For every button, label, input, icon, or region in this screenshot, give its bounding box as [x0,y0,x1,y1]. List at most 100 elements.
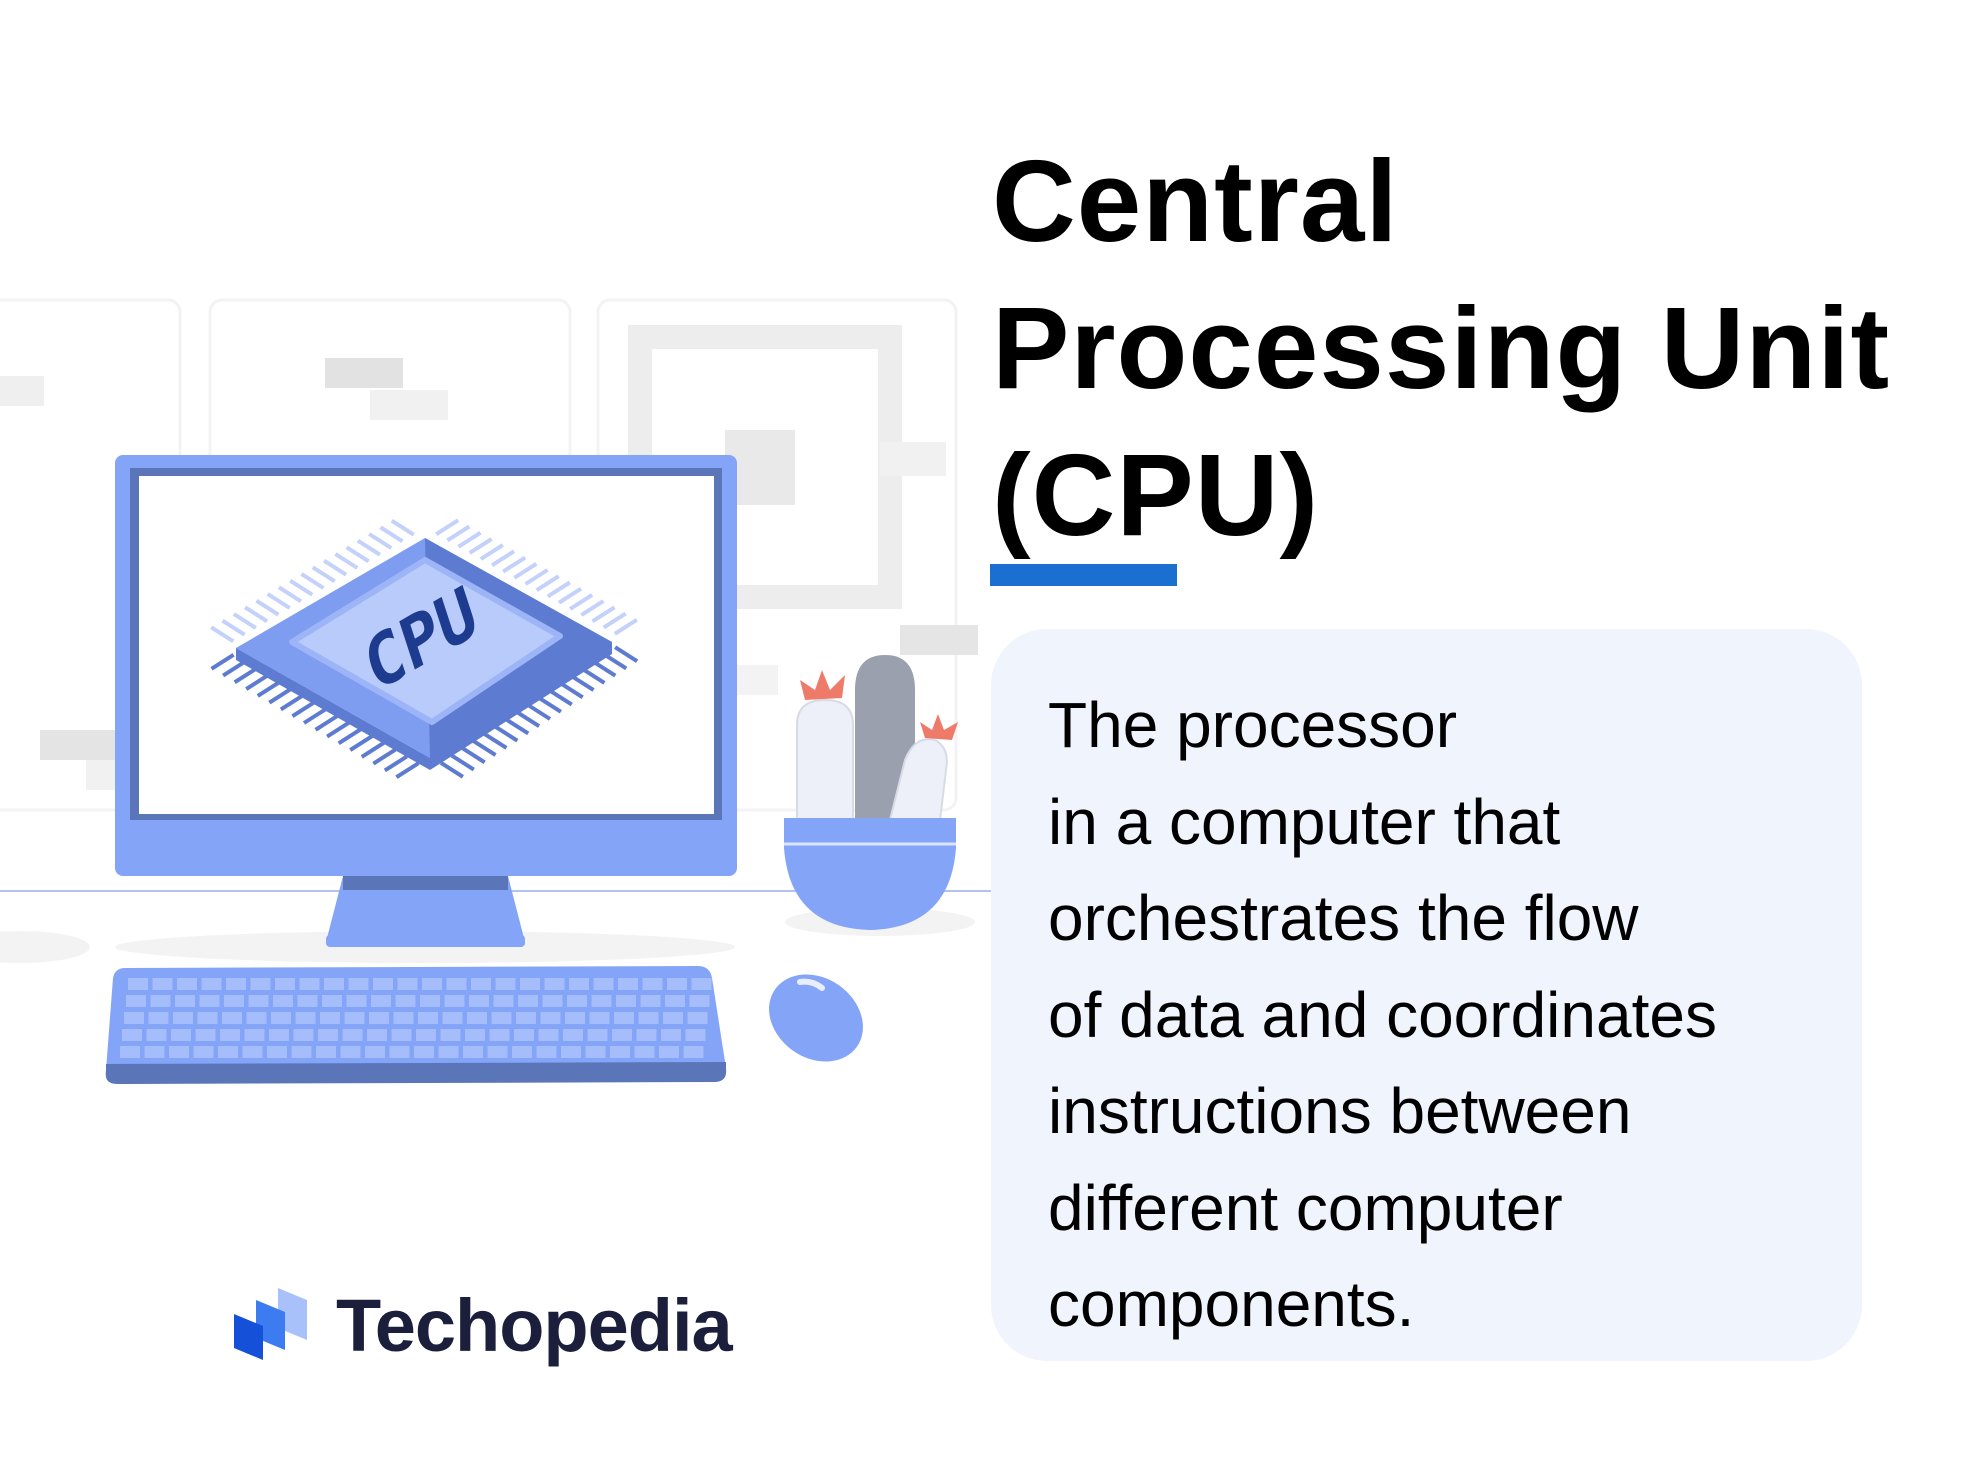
keyboard-key [369,1012,389,1024]
keyboard-key [389,1046,410,1058]
keyboard-key [538,1029,559,1041]
keyboard-key [397,978,418,990]
definition-line: instructions between [1048,1075,1632,1147]
keyboard-key [340,1046,361,1058]
keyboard-key [193,1046,214,1058]
definition-card [991,629,1862,1361]
keyboard-key [634,1046,655,1058]
chip-pin [245,673,270,691]
keyboard-key [493,995,514,1007]
keyboard-key [173,1012,193,1024]
chip-pin [435,518,460,536]
definition-line: in a computer that [1048,785,1561,858]
chip-pin [222,659,247,678]
keyboard-key [589,1012,610,1024]
chip-pin [345,545,370,564]
keyboard-key [542,995,563,1007]
keyboard-key [220,1029,240,1041]
keyboard-key [691,978,712,990]
keyboard-key [169,1046,189,1058]
keyboard-key [273,995,293,1007]
cactus-plant-icon [784,655,958,930]
keyboard-key [342,1029,363,1041]
chip-pin [494,724,519,743]
keyboard-key [463,1046,483,1058]
title-line: Central [992,136,1399,266]
definition-line: orchestrates the flow [1048,882,1639,954]
definition-line: of data and coordinates [1048,978,1717,1051]
keyboard-key [324,978,344,990]
keyboard-key [512,1046,532,1058]
chip-pin [334,552,359,570]
title-line: Processing Unit [992,283,1891,413]
keyboard-key [344,1012,365,1024]
keyboard-key [418,1012,438,1024]
keyboard-key [438,1046,459,1058]
keyboard-key [640,995,661,1007]
keyboard-key [487,1046,508,1058]
techopedia-logo-icon [234,1288,307,1360]
chip-pin [255,598,280,617]
keyboard-key [175,995,195,1007]
chip-pin [516,710,541,728]
chip-pin [266,592,291,610]
keyboard-key [446,978,467,990]
keyboard-key [469,995,489,1007]
keyboard-key [665,995,685,1007]
keyboard-key [148,1012,169,1024]
chip-pin [613,618,638,636]
page-title: Central Processing Unit (CPU) [992,128,1890,569]
chip-pin [302,707,328,725]
keyboard-key [177,978,197,990]
chip-pin [210,653,235,671]
keyboard-key [661,1029,681,1041]
keyboard-key [520,978,540,990]
definition-line: components. [1048,1268,1415,1340]
keyboard-key [267,1046,287,1058]
chip-pin [502,555,527,574]
chip-pin [289,578,314,597]
chip-pin [559,681,584,700]
chip-pin [322,558,348,577]
keyboard-key [683,1046,704,1058]
keyboard-key [416,1029,436,1041]
definition-text: The processor in a computer that orchest… [1048,677,1717,1353]
chip-pin [383,754,408,773]
chip-pin [526,703,552,721]
keyboard-key [514,1029,534,1041]
chip-pin [395,761,420,779]
chip-pin [360,741,385,759]
chip-pin [349,734,374,752]
keyboard-key [171,1029,191,1041]
chip-pin [326,720,351,739]
keyboard-key [610,1046,630,1058]
chip-pin [457,530,482,549]
keyboard-key [150,995,171,1007]
keyboard-key [218,1046,238,1058]
keyboard-key [348,978,369,990]
keyboard-key [659,1046,679,1058]
keyboard-key [591,995,612,1007]
chip-pin [268,686,293,705]
keyboard-key [689,995,710,1007]
keyboard-key [567,995,587,1007]
keyboard-key [471,978,491,990]
keyboard-key [618,978,638,990]
chip-pin [468,537,493,555]
keyboard-key [465,1029,485,1041]
chip-pin [314,714,339,732]
keyboard-key [536,1046,557,1058]
keyboard-key [540,1012,561,1024]
keyboard-key [199,995,220,1007]
keyboard-key [244,1029,265,1041]
keyboard-key [593,978,614,990]
keyboard-key [663,1012,683,1024]
keyboard-key [565,1012,585,1024]
title-underline-accent [990,564,1177,586]
keyboard-key [391,1029,412,1041]
keyboard-key [197,1012,218,1024]
keyboard-key [271,1012,291,1024]
chip-pin [300,572,325,590]
keyboard-key [440,1029,461,1041]
keyboard-key [414,1046,434,1058]
